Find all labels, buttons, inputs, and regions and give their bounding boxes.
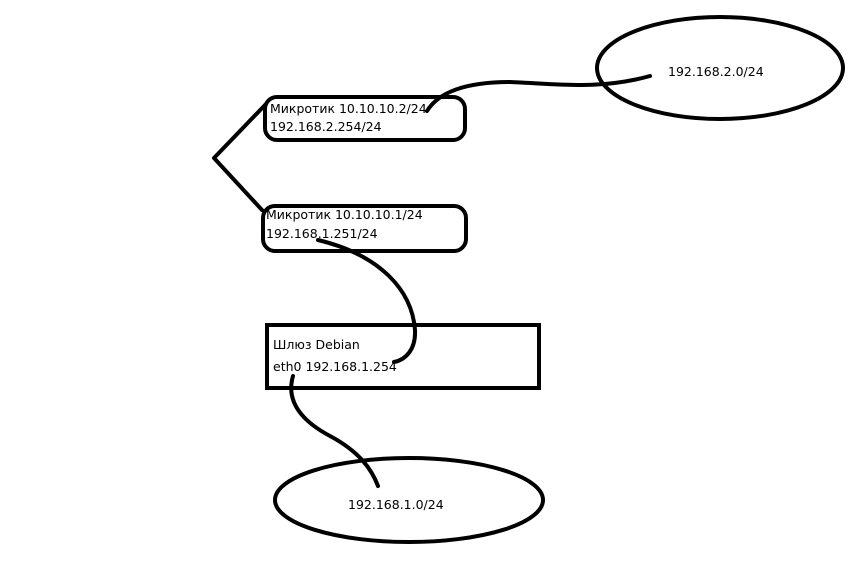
mikrotik-bottom-line2: 192.168.1.251/24 xyxy=(266,226,378,241)
link-mikrotik-top-to-mikrotik-bottom xyxy=(212,102,268,212)
network-ellipse-bottom xyxy=(273,456,545,544)
mikrotik-box-bottom xyxy=(261,204,468,253)
gateway-line2: eth0 192.168.1.254 xyxy=(273,359,397,374)
link-mikrotik-top-to-network-top xyxy=(425,74,652,113)
link-mikrotik-bottom-to-gateway xyxy=(316,238,418,364)
gateway-node: Шлюз Debian eth0 192.168.1.254 xyxy=(265,323,541,390)
mikrotik-top-line1: Микротик 10.10.10.2/24 xyxy=(270,101,427,116)
mikrotik-node-bottom: Микротик 10.10.10.1/24 192.168.1.251/24 xyxy=(261,204,468,253)
gateway-box xyxy=(265,323,541,390)
gateway-line1: Шлюз Debian xyxy=(273,337,360,352)
link-gateway-to-network-bottom xyxy=(289,374,380,488)
mikrotik-bottom-line1: Микротик 10.10.10.1/24 xyxy=(266,207,423,222)
network-label-bottom: 192.168.1.0/24 xyxy=(348,497,444,512)
mikrotik-box-top xyxy=(263,95,467,142)
mikrotik-node-top: Микротик 10.10.10.2/24 192.168.2.254/24 xyxy=(263,95,467,142)
network-ellipse-top xyxy=(595,15,845,121)
network-node-192-168-1-0: 192.168.1.0/24 xyxy=(273,456,545,544)
mikrotik-top-line2: 192.168.2.254/24 xyxy=(270,119,382,134)
network-label-top: 192.168.2.0/24 xyxy=(668,64,764,79)
network-node-192-168-2-0: 192.168.2.0/24 xyxy=(595,15,845,121)
